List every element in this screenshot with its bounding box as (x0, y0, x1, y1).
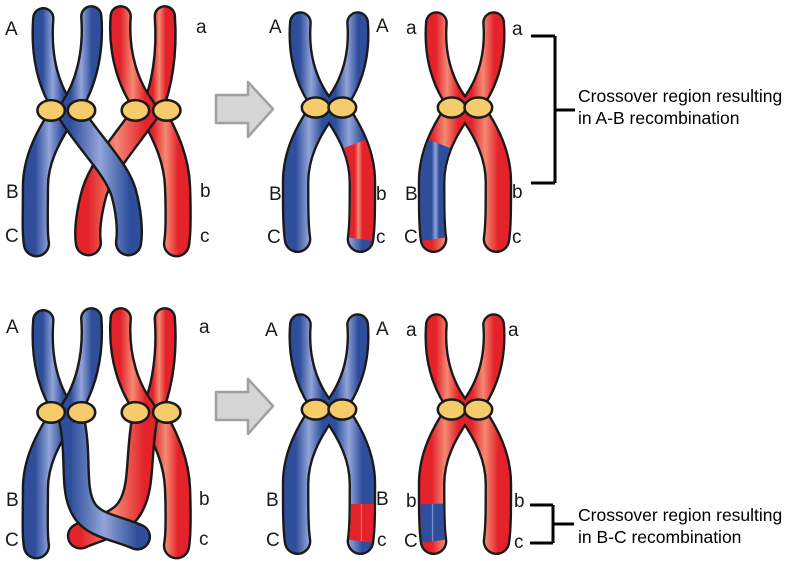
tetrad-crossover-AB (8, 5, 204, 258)
crossover-segment-red (344, 139, 374, 241)
locus-label: C (404, 531, 418, 552)
locus-label: b (199, 489, 210, 510)
centromere (36, 98, 67, 122)
tetrad-crossover-BC (8, 307, 204, 560)
crossover-segment-blue (420, 503, 445, 543)
locus-label: b (376, 184, 387, 205)
locus-label: a (196, 17, 207, 38)
locus-label: b (200, 181, 211, 202)
locus-label: a (508, 320, 519, 341)
annotation-BC: Crossover region resulting in B-C recomb… (578, 504, 782, 548)
leg-right (460, 400, 510, 553)
blue-inner-leg (59, 404, 149, 549)
red-outer-arm (144, 309, 175, 419)
centromere (151, 400, 182, 424)
crossover-segment-blue (420, 139, 450, 241)
locus-label: A (269, 17, 282, 38)
locus-label: C (266, 530, 280, 551)
locus-label: C (404, 227, 418, 248)
locus-label: A (265, 320, 278, 341)
locus-label: a (406, 320, 417, 341)
locus-label: B (6, 182, 19, 203)
bracket-BC (528, 502, 576, 548)
locus-label: C (5, 226, 19, 247)
locus-label: B (405, 184, 418, 205)
locus-label: b (514, 491, 525, 512)
centromere (327, 96, 358, 119)
locus-label: B (6, 490, 19, 511)
recombinant-blue-AB (267, 6, 391, 254)
locus-label: b (406, 491, 417, 512)
centromere (327, 398, 358, 421)
blue-outer-leg (23, 102, 75, 255)
locus-label: a (512, 19, 523, 40)
arrow-right-icon (214, 377, 276, 437)
locus-label: c (199, 529, 209, 550)
locus-label: A (376, 16, 389, 37)
annotation-line: in B-C recombination (578, 527, 742, 547)
recombinant-red-BC (403, 308, 527, 556)
blue-inner-leg (59, 102, 141, 254)
centromere (151, 98, 182, 122)
locus-label: c (512, 227, 522, 248)
leg-right (460, 98, 510, 251)
centromere (463, 398, 494, 421)
locus-label: C (267, 227, 281, 248)
red-outer-arm (144, 7, 175, 117)
arrow-shape (214, 80, 275, 139)
locus-label: A (376, 319, 389, 340)
locus-label: a (406, 18, 417, 39)
leg-left (284, 98, 334, 251)
annotation-line: Crossover region resulting (578, 86, 783, 106)
centromere (36, 400, 67, 424)
locus-label: c (514, 532, 524, 553)
recombinant-red-AB (403, 6, 527, 254)
bracket-AB (529, 33, 577, 187)
centromere (66, 400, 97, 424)
annotation-line: in A-B recombination (578, 108, 740, 128)
crossover-segment-red (349, 503, 374, 543)
locus-label: B (266, 490, 279, 511)
red-inner-leg (76, 102, 157, 254)
annotation-line: Crossover region resulting (578, 505, 783, 525)
locus-label: B (269, 184, 282, 205)
annotation-AB: Crossover region resulting in A-B recomb… (578, 85, 782, 129)
locus-label: B (376, 489, 389, 510)
locus-label: A (6, 317, 19, 338)
locus-label: c (377, 530, 387, 551)
centromere (120, 400, 151, 424)
locus-label: A (5, 19, 18, 40)
locus-label: c (376, 227, 386, 248)
centromere (436, 398, 467, 421)
arrow-right-icon (214, 80, 276, 140)
blue-outer-leg (23, 404, 75, 557)
centromere (300, 96, 331, 119)
locus-label: b (512, 182, 523, 203)
centromere (436, 96, 467, 119)
arrow-shape (214, 377, 275, 436)
red-outer-leg (141, 102, 190, 255)
locus-label: C (5, 530, 19, 551)
centromere (463, 96, 494, 119)
recombinant-blue-BC (267, 308, 391, 556)
centromere (120, 98, 151, 122)
centromere (300, 398, 331, 421)
centromere (66, 98, 97, 122)
leg-left (284, 400, 334, 553)
red-outer-leg (141, 404, 190, 557)
locus-label: a (199, 317, 210, 338)
locus-label: c (200, 226, 210, 247)
